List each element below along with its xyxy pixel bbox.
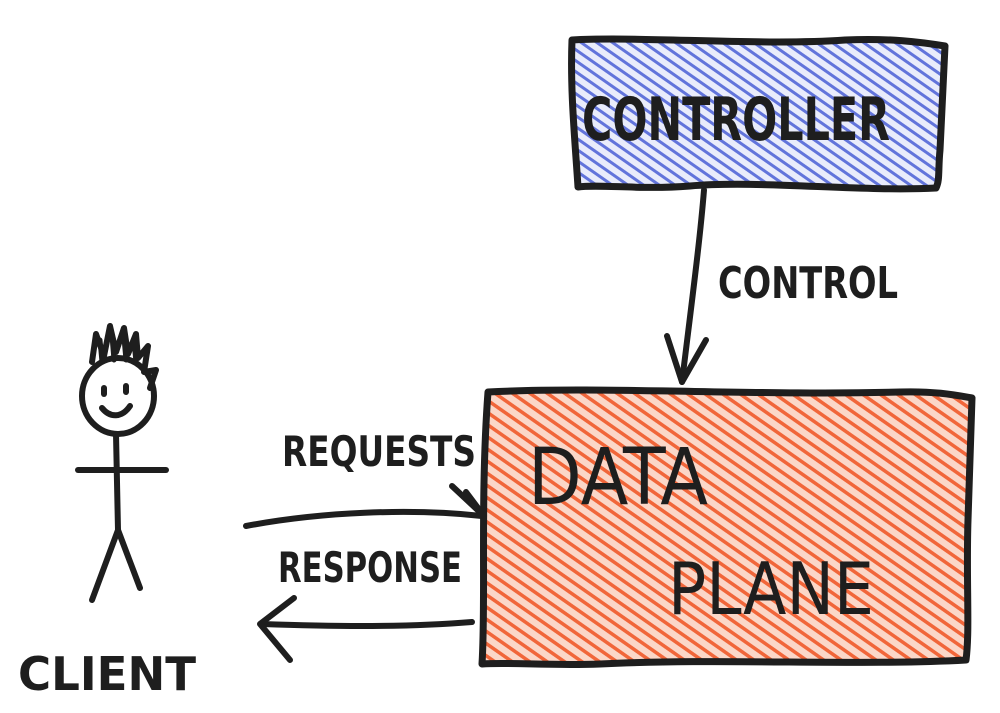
response-edge: RESPONSE — [257, 543, 475, 663]
control-edge: CONTROL — [664, 187, 898, 385]
requests-arrow-line — [243, 508, 485, 529]
controller-node: CONTROLLER — [568, 35, 949, 193]
data-plane-node: DATA PLANE — [478, 386, 976, 669]
data-plane-box — [478, 386, 976, 669]
response-arrowhead — [257, 595, 297, 663]
data-plane-label-line1: DATA — [528, 433, 708, 523]
control-label: CONTROL — [718, 258, 898, 309]
client-label: CLIENT — [18, 647, 197, 701]
requests-label: REQUESTS — [282, 427, 476, 476]
requests-arrowhead — [449, 483, 487, 519]
requests-edge: REQUESTS — [243, 427, 487, 529]
client-node: CLIENT — [18, 323, 197, 701]
control-arrowhead — [664, 333, 709, 385]
data-plane-label-line2: PLANE — [668, 547, 874, 631]
control-arrow-line — [679, 187, 707, 385]
response-arrow-line — [259, 619, 475, 629]
stick-figure-icon — [75, 323, 169, 603]
controller-label: CONTROLLER — [582, 85, 890, 155]
controller-box — [568, 35, 949, 193]
response-label: RESPONSE — [278, 543, 462, 592]
